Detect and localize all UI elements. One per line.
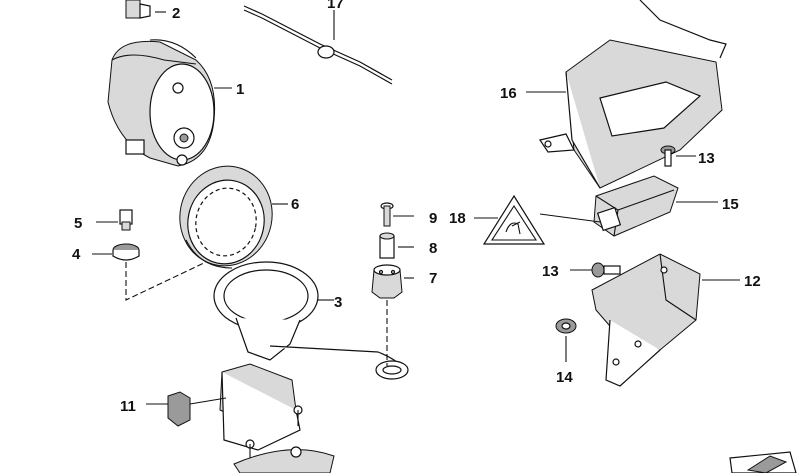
callout-1: 1: [236, 81, 244, 98]
part-18-warning-label: [474, 194, 546, 245]
callout-2: 2: [172, 5, 180, 22]
callout-4: 4: [72, 246, 81, 263]
part-2-plug: [125, 0, 166, 19]
callout-17: 17: [327, 0, 344, 12]
mount-base: [219, 363, 335, 473]
part-3-clamp-bracket: [213, 261, 409, 380]
part-13-bolt-lower: [570, 262, 621, 278]
callout-6: 6: [291, 196, 299, 213]
callout-3: 3: [334, 294, 342, 311]
callout-16: 16: [500, 85, 517, 102]
callout-11: 11: [120, 398, 136, 415]
part-13-bolt-upper: [660, 145, 696, 167]
callout-14: 14: [556, 369, 573, 386]
callout-7: 7: [429, 270, 437, 287]
callout-13-lower: 13: [542, 263, 559, 280]
part-15-sensor: [539, 175, 718, 237]
callout-13-upper: 13: [698, 150, 715, 167]
callout-18: 18: [449, 210, 466, 227]
callout-12: 12: [744, 273, 761, 290]
corner-tag-icon: [729, 451, 797, 473]
part-5-bolt: [96, 209, 133, 231]
part-12-bracket: [591, 253, 740, 387]
part-9-screw: [380, 202, 414, 227]
part-7-rubber-mount: [371, 264, 414, 366]
part-1-motor: [107, 39, 232, 167]
part-6-gear-ring: [179, 165, 288, 269]
part-8-sleeve: [379, 232, 414, 259]
part-17-strap: [243, 5, 393, 85]
part-4-grommet: [92, 243, 140, 261]
callout-8: 8: [429, 240, 437, 257]
callout-15: 15: [722, 196, 739, 213]
callout-5: 5: [74, 215, 82, 232]
part-14-nut: [555, 318, 577, 362]
part-11-clip: [146, 391, 227, 427]
part-16-control-unit: [526, 0, 727, 189]
callout-9: 9: [429, 210, 437, 227]
